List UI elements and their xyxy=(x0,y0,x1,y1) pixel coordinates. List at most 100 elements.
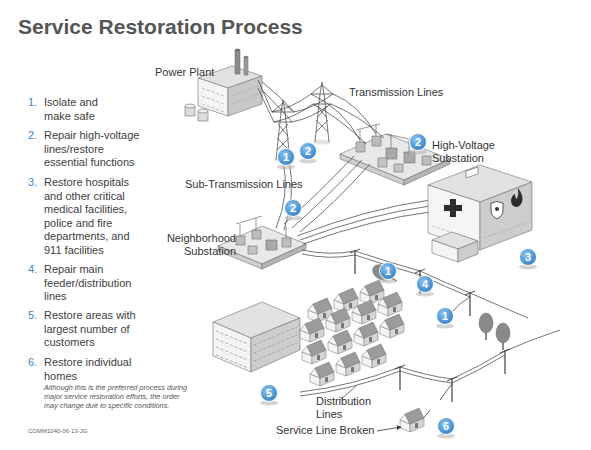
transmission-line xyxy=(262,90,292,122)
transmission-line xyxy=(313,104,366,144)
power-plant xyxy=(232,86,258,104)
distribution-line xyxy=(300,330,560,396)
high-voltage-substation xyxy=(356,142,365,152)
power-plant xyxy=(185,104,195,108)
transmission-line xyxy=(258,88,274,122)
distribution-line xyxy=(302,250,528,318)
tree xyxy=(479,313,493,340)
callout-number: 3 xyxy=(519,248,537,266)
apartment-building xyxy=(254,327,297,361)
distribution-line xyxy=(302,250,528,318)
list-number: 5. xyxy=(28,309,44,323)
callout-badge: 6 xyxy=(437,417,455,435)
critical-facility xyxy=(444,199,462,217)
high-voltage-substation xyxy=(356,124,414,152)
house xyxy=(354,322,378,346)
list-item: Restore individual homes xyxy=(44,356,146,383)
callout-badge: 1 xyxy=(277,148,295,166)
callout-circle xyxy=(285,200,302,217)
feeder-line xyxy=(303,212,430,244)
house xyxy=(310,362,334,386)
house xyxy=(334,288,358,312)
broken-service-line xyxy=(422,384,452,419)
callout-circle xyxy=(417,276,434,293)
feeder-line xyxy=(297,200,430,236)
broken-service-line xyxy=(440,384,452,400)
transmission-tower xyxy=(313,140,331,145)
transmission-line xyxy=(274,104,313,122)
power-plant xyxy=(202,88,224,112)
callout-number: 2 xyxy=(299,142,317,160)
power-plant xyxy=(244,57,248,75)
list-number: 4. xyxy=(28,263,44,277)
critical-facility xyxy=(458,241,478,262)
high-voltage-substation xyxy=(378,158,387,167)
leader-arrow xyxy=(377,427,401,431)
critical-facility xyxy=(495,207,499,211)
fallen-tree xyxy=(370,261,400,287)
power-plant xyxy=(198,78,228,116)
critical-facility xyxy=(480,182,532,250)
list-item: Repair main feeder/distribution lines xyxy=(44,263,146,304)
critical-facility xyxy=(491,202,503,220)
house xyxy=(362,344,386,368)
power-plant xyxy=(235,50,240,74)
power-plant xyxy=(244,56,248,58)
critical-facility xyxy=(428,185,480,250)
transmission-line xyxy=(311,94,360,140)
power-plant xyxy=(228,76,262,116)
apartment-building xyxy=(213,322,251,372)
apartment-building xyxy=(216,331,248,368)
feeder-line xyxy=(297,200,430,244)
neighborhood-substation xyxy=(266,240,277,250)
feeder-line xyxy=(300,206,430,240)
house xyxy=(378,292,402,316)
transmission-line xyxy=(331,104,384,138)
neighborhood-substation xyxy=(282,238,291,247)
neighborhood-substation xyxy=(248,246,257,254)
part-label: Sub-Transmission Lines xyxy=(185,178,315,191)
callout-number: 1 xyxy=(436,307,454,325)
part-label: Service Line Broken xyxy=(276,424,386,437)
utility-pole xyxy=(395,365,405,390)
sub-transmission-line xyxy=(276,156,370,232)
document-code: COMM1040-06-13-JG xyxy=(28,428,128,435)
part-label: Distribution Lines xyxy=(316,395,382,421)
callout-number: 2 xyxy=(284,199,302,217)
callout-number: 2 xyxy=(409,133,427,151)
house xyxy=(300,318,324,342)
neighborhood-substation xyxy=(236,236,245,245)
apartment-building xyxy=(251,318,300,372)
sub-transmission-line xyxy=(292,160,362,228)
sub-transmission-line xyxy=(276,160,285,228)
house xyxy=(352,300,376,324)
title-text: Service Restoration Process xyxy=(18,15,303,39)
list-number: 1. xyxy=(28,96,44,110)
callout-badge: 5 xyxy=(260,384,278,402)
transmission-tower xyxy=(311,82,333,142)
list-item: Repair high-voltage lines/restore essent… xyxy=(44,129,146,170)
callout-number: 1 xyxy=(277,148,295,166)
callout-badge: 2 xyxy=(284,199,302,217)
critical-facility xyxy=(511,188,523,207)
list-item: Restore areas with largest number of cus… xyxy=(44,309,146,350)
callout-badge: 4 xyxy=(416,275,434,293)
transmission-line xyxy=(292,104,331,122)
list-item: Isolate and make safe xyxy=(44,96,114,123)
distribution-line xyxy=(302,254,470,297)
part-label: High-Voltage Substation xyxy=(432,139,504,165)
utility-pole xyxy=(447,377,457,402)
transmission-line xyxy=(333,94,376,134)
neighborhood-substation xyxy=(236,216,286,238)
list-number: 3. xyxy=(28,176,44,190)
callout-circle xyxy=(278,149,295,166)
distribution-line xyxy=(452,297,470,312)
callout-circle xyxy=(261,385,278,402)
critical-facility xyxy=(432,240,458,262)
distribution-pole xyxy=(350,249,475,316)
house xyxy=(380,314,404,338)
high-voltage-substation xyxy=(372,136,381,146)
callout-number: 1 xyxy=(379,262,397,280)
distribution-pole xyxy=(395,349,510,402)
